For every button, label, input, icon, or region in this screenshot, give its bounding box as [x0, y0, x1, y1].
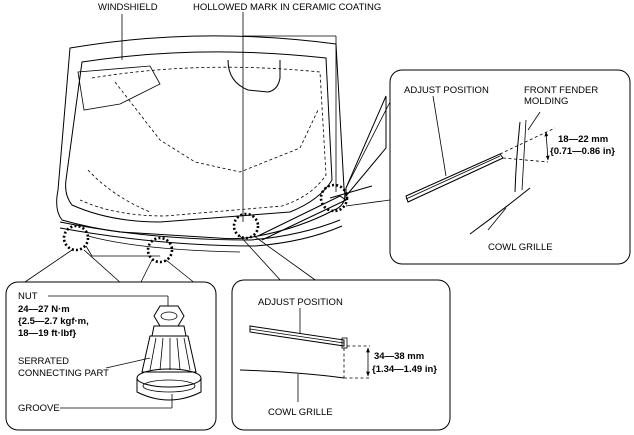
bottom-dimension-mm: 34—38 mm — [374, 351, 424, 362]
bottom-dimension-in: {1.34—1.49 in} — [372, 364, 437, 375]
detail-circle-stud — [146, 236, 174, 264]
bottom-detail-callout — [231, 235, 451, 431]
right-adjust-label: ADJUST POSITION — [404, 85, 489, 96]
right-cowl-label: COWL GRILLE — [488, 242, 553, 253]
right-detail-callout — [345, 69, 631, 265]
right-dimension-in: {0.71—0.86 in} — [550, 146, 615, 157]
nut-drawing — [136, 305, 202, 401]
torque-ftlbf: 18—19 ft·lbf} — [18, 328, 76, 339]
serrated-label-1: SERRATED — [18, 356, 69, 367]
serrated-label-2: CONNECTING PART — [18, 368, 109, 379]
hollowed-mark-label: HOLLOWED MARK IN CERAMIC COATING — [193, 2, 381, 13]
torque-kgfm: {2.5—2.7 kgf·m, — [18, 316, 89, 327]
right-dimension-mm: 18—22 mm — [558, 134, 608, 145]
detail-circle-center — [232, 212, 260, 240]
windshield-drawing — [56, 35, 373, 257]
fender-molding-label-2: MOLDING — [524, 96, 568, 107]
bottom-adjust-label: ADJUST POSITION — [258, 297, 343, 308]
left-detail-callout — [5, 249, 217, 431]
hollowed-mark-leaders — [242, 12, 337, 222]
cowl-detail-panel — [231, 279, 451, 431]
detail-circle-right — [319, 183, 349, 213]
torque-nm: 24—27 N·m — [18, 304, 70, 315]
windshield-label: WINDSHIELD — [98, 2, 158, 13]
bottom-cowl-label: COWL GRILLE — [268, 407, 333, 418]
right-detail-panel — [389, 69, 631, 265]
nut-label: NUT — [18, 291, 38, 302]
detail-circle-left — [62, 224, 90, 252]
fender-molding-label-1: FRONT FENDER — [524, 85, 598, 96]
groove-label: GROOVE — [18, 403, 60, 414]
